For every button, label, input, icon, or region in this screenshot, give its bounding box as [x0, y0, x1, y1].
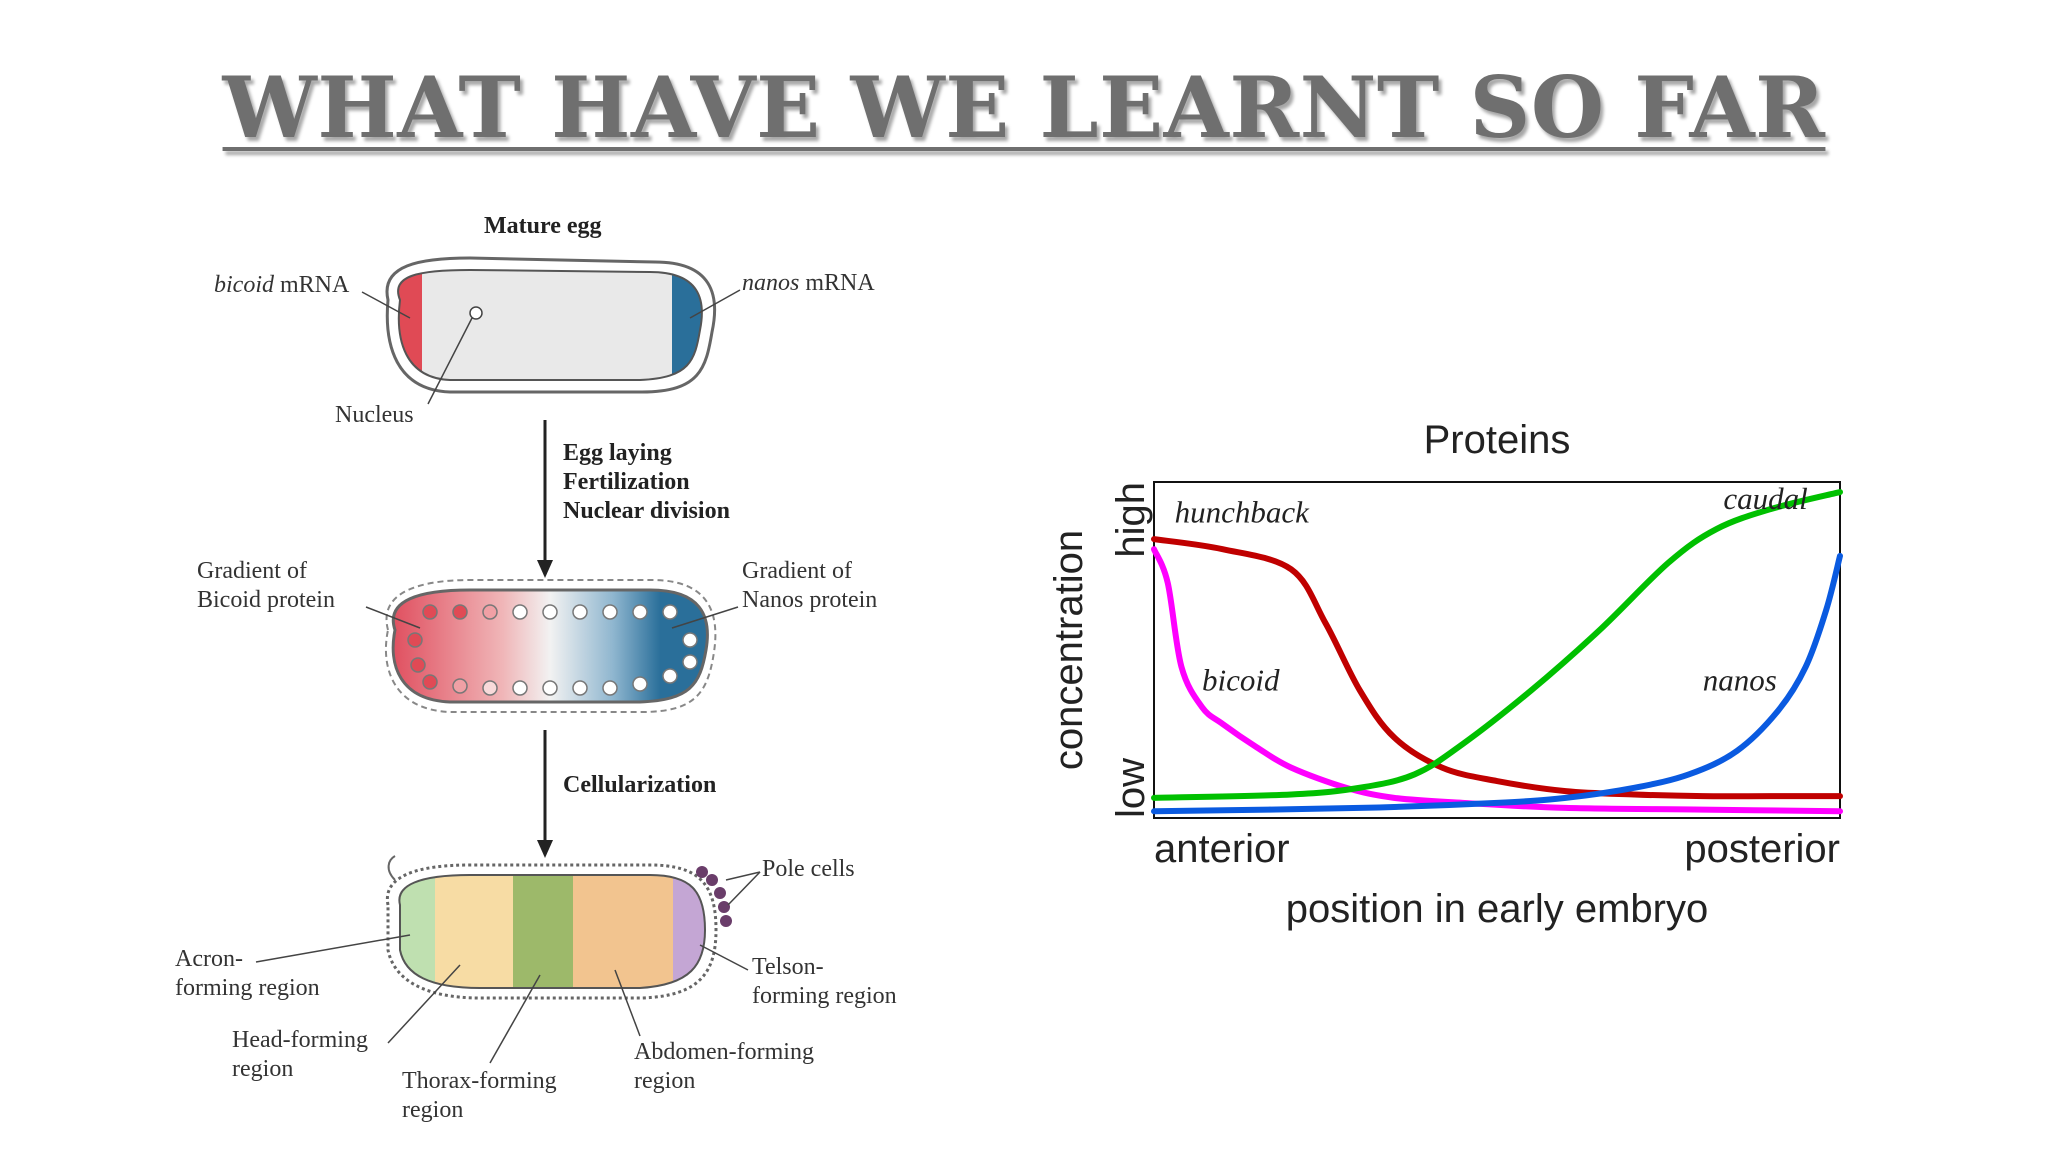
series-label-nanos: nanos — [1703, 662, 1777, 697]
telson-label: Telson- forming region — [752, 954, 897, 1009]
nuclei-row — [407, 604, 698, 696]
pole-cells — [696, 866, 732, 927]
bicoid-gradient-label: Gradient of Bicoid protein — [197, 558, 335, 613]
pole-cells-label: Pole cells — [762, 856, 855, 882]
y-tick-high: high — [1109, 482, 1153, 558]
y-tick-low: low — [1109, 758, 1153, 818]
cellularization-label: Cellularization — [563, 772, 716, 798]
step1-label: Egg laying Fertilization Nuclear divisio… — [563, 440, 730, 524]
series-label-hunchback: hunchback — [1175, 494, 1311, 529]
x-axis-label: position in early embryo — [1286, 887, 1708, 931]
nanos-mrna-label: nanos mRNA — [742, 270, 875, 296]
series-line-hunchback — [1151, 536, 1843, 800]
bicoid-mrna-label: bicoid mRNA — [214, 272, 350, 298]
series-line-nanos — [1151, 552, 1843, 815]
abdomen-label: Abdomen-forming region — [634, 1039, 820, 1094]
plot-frame — [1153, 481, 1841, 819]
thorax-label: Thorax-forming region — [402, 1068, 563, 1123]
head-label: Head-forming region — [232, 1027, 374, 1082]
embryo-gradient — [391, 588, 709, 704]
series-label-bicoid: bicoid — [1202, 662, 1280, 697]
acron-label: Acron- forming region — [175, 946, 320, 1001]
nanos-gradient-label: Gradient of Nanos protein — [742, 558, 877, 613]
chart-title: Proteins — [1424, 418, 1571, 462]
x-tick-anterior: anterior — [1154, 827, 1290, 871]
egg-outer-shell — [385, 256, 717, 394]
nucleus — [469, 306, 483, 320]
series-line-caudal — [1151, 489, 1843, 801]
nucleus-label: Nucleus — [335, 402, 414, 428]
series-line-bicoid — [1151, 546, 1843, 815]
series-label-caudal: caudal — [1723, 481, 1807, 516]
mature-egg-label: Mature egg — [484, 213, 602, 239]
x-tick-posterior: posterior — [1684, 827, 1840, 871]
y-axis-label: concentration — [1047, 530, 1091, 770]
segmented-embryo — [399, 875, 705, 988]
slide-title: WHAT HAVE WE LEARNT SO FAR — [222, 58, 1826, 157]
